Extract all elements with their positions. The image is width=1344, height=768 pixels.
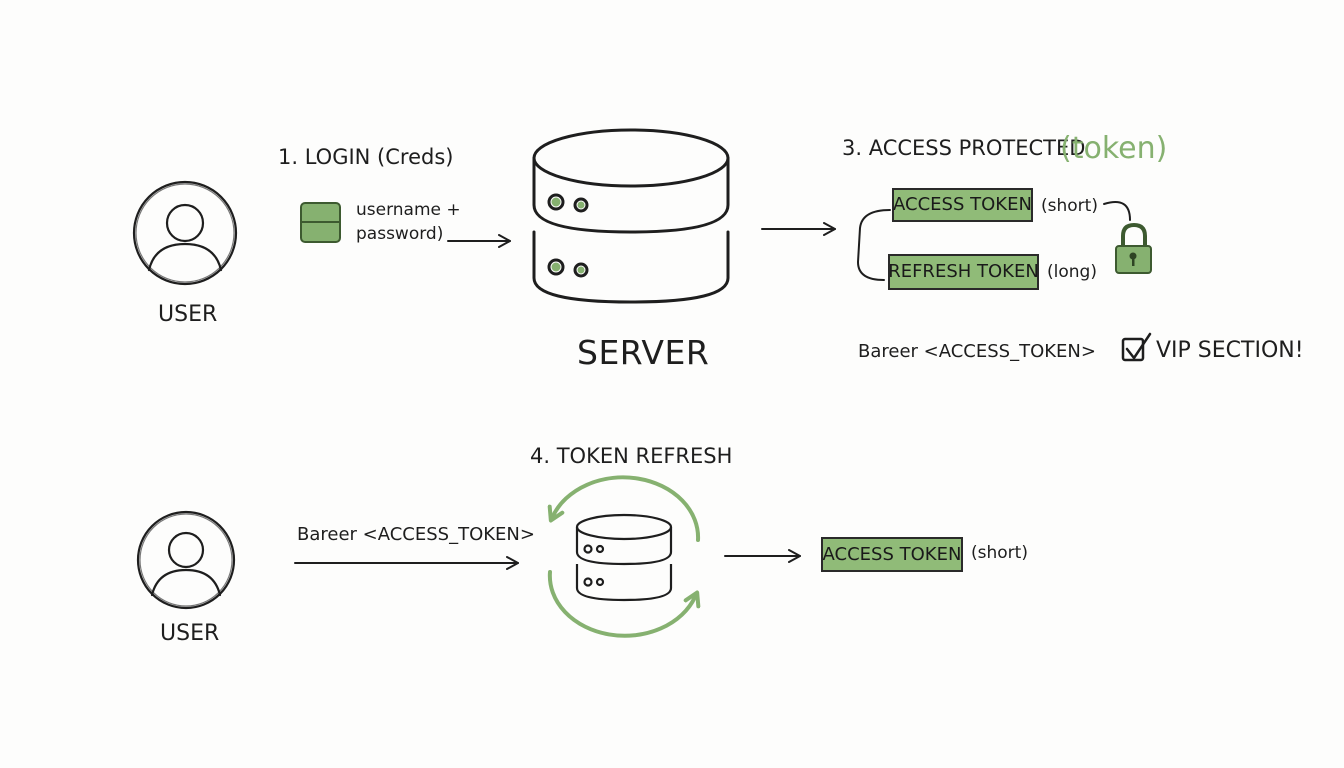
user-icon xyxy=(136,510,236,610)
access-token-badge: ACCESS TOKEN xyxy=(893,194,1032,215)
user-label-bottom: USER xyxy=(160,621,220,646)
token-box xyxy=(888,254,1039,290)
creds-line1: username + xyxy=(356,200,461,220)
step3-title-accent: (token) xyxy=(1060,131,1168,166)
refresh-token-badge: REFRESH TOKEN xyxy=(888,261,1039,282)
user-label: USER xyxy=(158,302,218,327)
new-access-token-note: (short) xyxy=(971,543,1028,563)
step1-title: 1. LOGIN (Creds) xyxy=(278,145,454,169)
bearer-header-refresh: Bareer <ACCESS_TOKEN> xyxy=(297,524,535,545)
database-icon xyxy=(575,513,673,602)
checkbox-icon xyxy=(1121,332,1152,362)
step3-title: 3. ACCESS PROTECTED xyxy=(842,136,1086,160)
refresh-cycle-icon xyxy=(547,475,701,638)
creds-line2: password) xyxy=(356,224,444,244)
lock-icon xyxy=(1115,222,1152,274)
bearer-header: Bareer <ACCESS_TOKEN> xyxy=(858,341,1096,362)
user-icon xyxy=(132,180,238,286)
access-token-note: (short) xyxy=(1041,196,1098,216)
refresh-token-note: (long) xyxy=(1047,262,1097,282)
step4-title: 4. TOKEN REFRESH xyxy=(530,444,733,468)
token-box xyxy=(821,537,963,572)
brace xyxy=(856,209,891,281)
server-label: SERVER xyxy=(577,333,710,372)
token-box xyxy=(892,188,1033,222)
vip-section-label: VIP SECTION! xyxy=(1156,338,1304,363)
database-icon xyxy=(300,202,341,243)
database-icon xyxy=(532,128,730,304)
new-access-token-badge: ACCESS TOKEN xyxy=(822,543,962,565)
